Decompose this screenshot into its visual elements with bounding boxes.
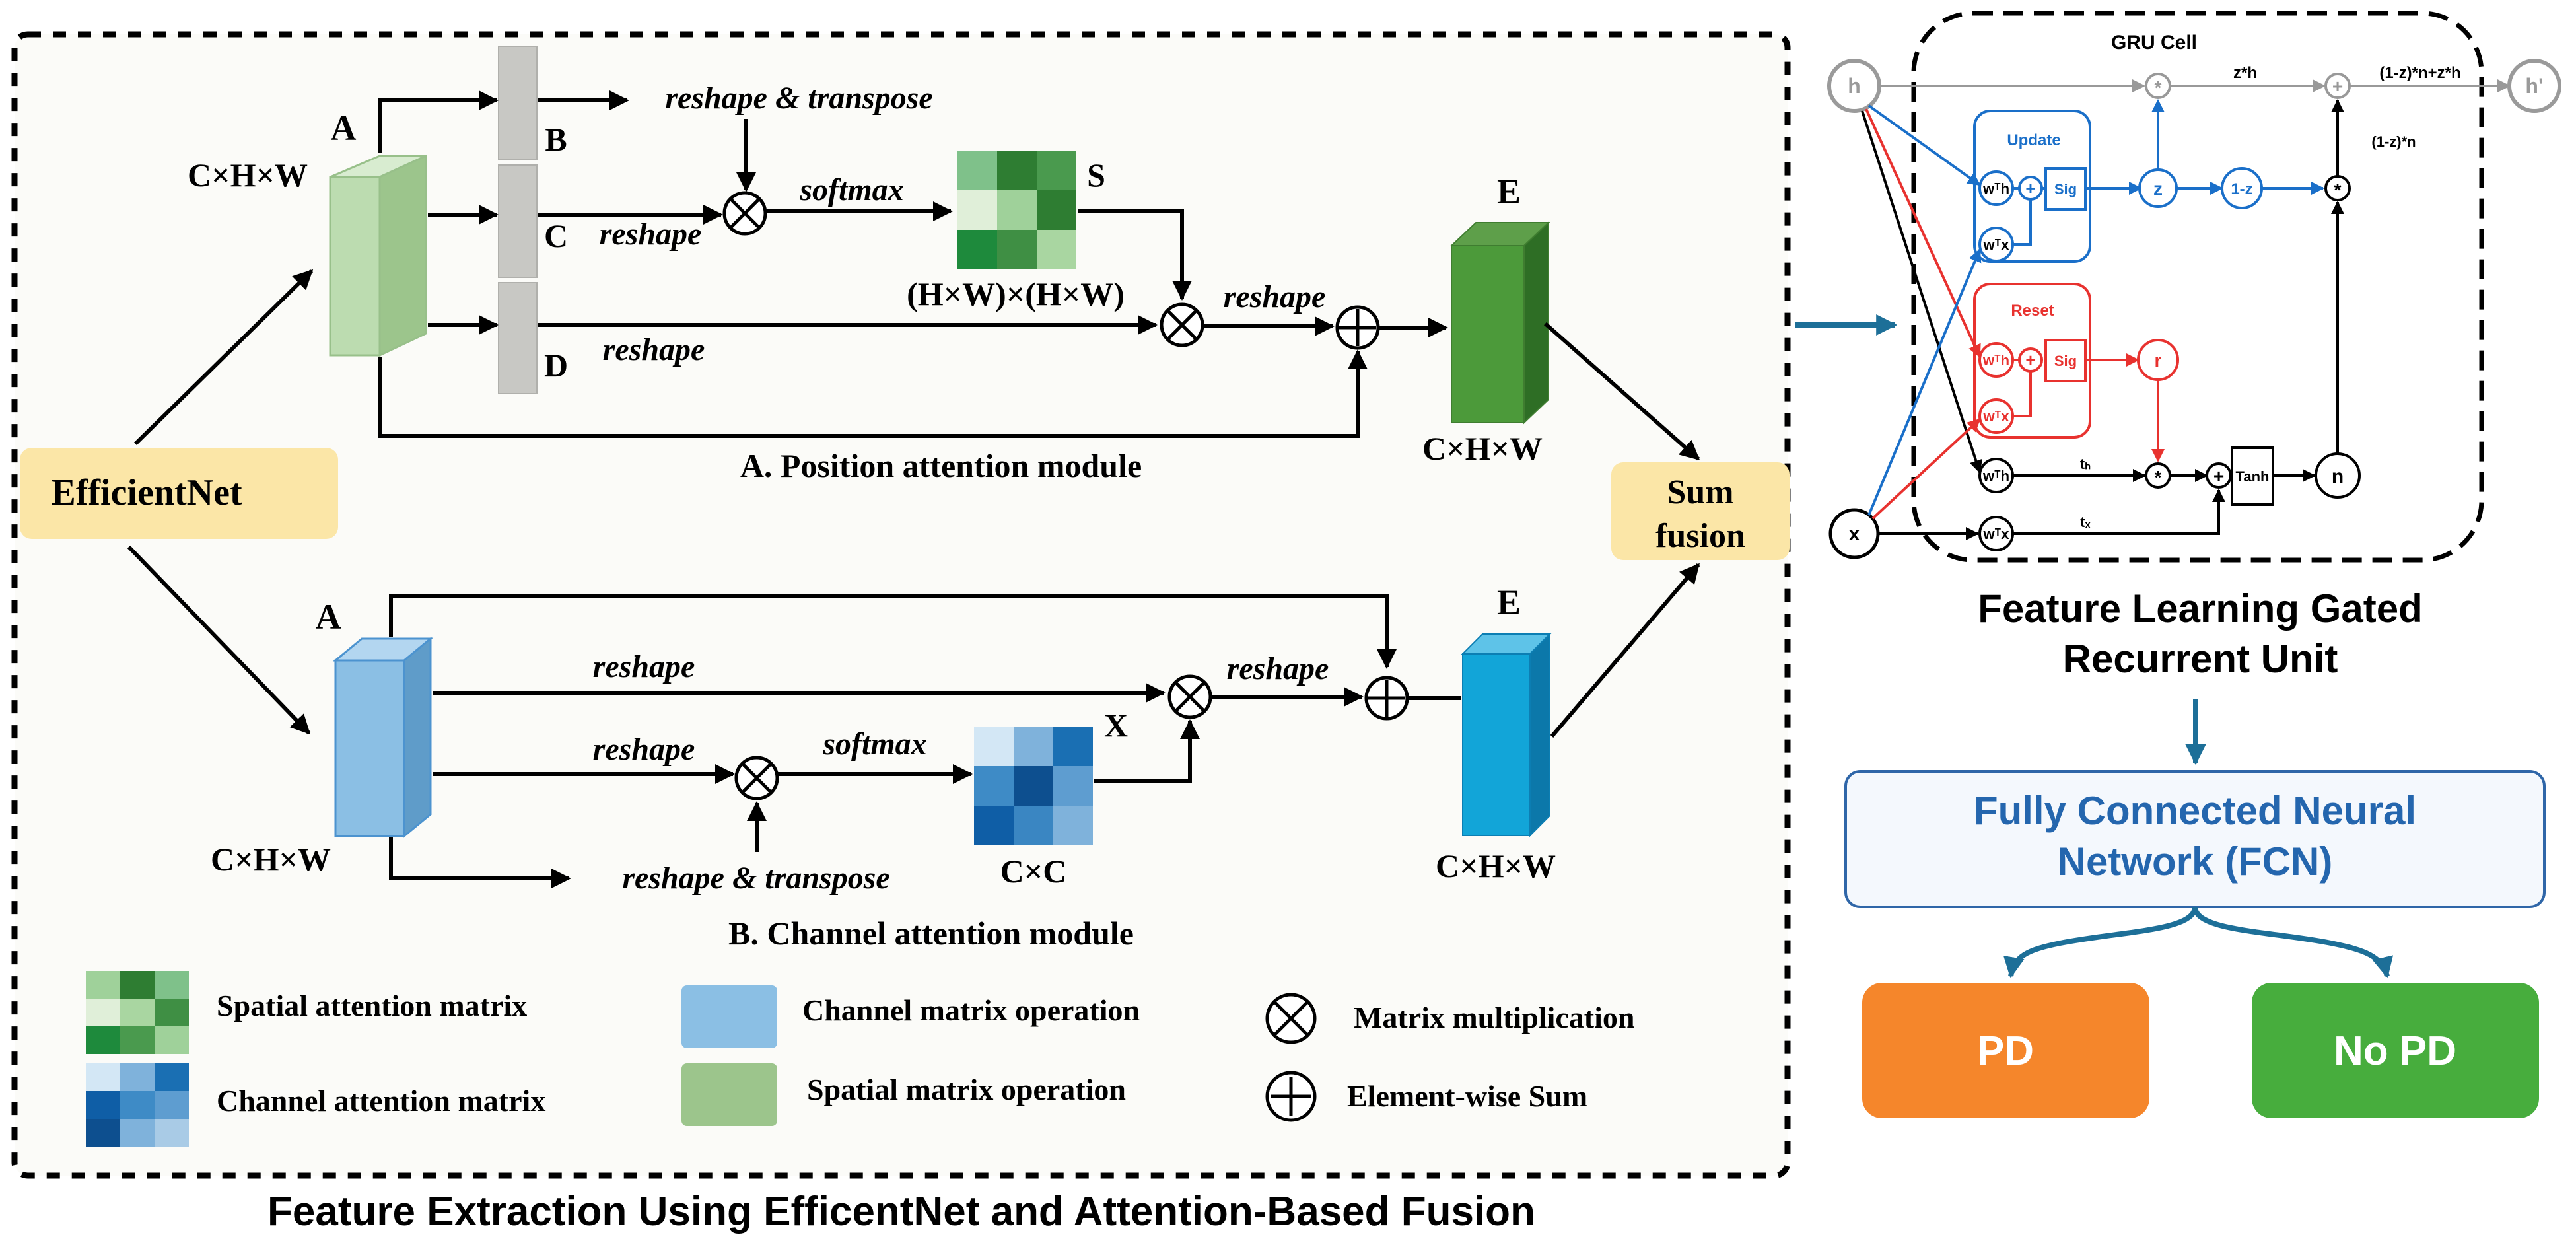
channel-attention-matrix-x	[974, 727, 1093, 845]
arrow-fcn-to-nopd	[2192, 906, 2394, 979]
legend-matrix-multiplication: Matrix multiplication	[1354, 1001, 1634, 1034]
gru-update-gate	[1973, 110, 2091, 263]
gru-one-minus-z-n-symbol: *	[2334, 180, 2342, 200]
gru-th-label: tₕ	[2080, 456, 2091, 472]
gru-reset-wtx-label: wᵀx	[1983, 408, 2010, 425]
pd-output-box	[1862, 983, 2149, 1118]
gru-output-formula: (1-z)*n+z*h	[2379, 64, 2460, 82]
b-label: B	[545, 121, 567, 158]
gru-output-sum-symbol: +	[2332, 76, 2343, 96]
gru-update-wtx-label: wᵀx	[1983, 236, 2010, 253]
position-op-reshape-transpose: reshape & transpose	[665, 81, 932, 116]
gru-reset-wth-label: wᵀh	[1982, 352, 2009, 369]
sum-fusion-line1: Sum	[1667, 474, 1733, 511]
gru-candidate-sum-symbol: +	[2213, 466, 2224, 486]
legend-spatial-matrix-operation: Spatial matrix operation	[807, 1073, 1126, 1106]
gru-caption-line2: Recurrent Unit	[2063, 637, 2338, 681]
sum-fusion-box	[1611, 462, 1790, 560]
gru-update-wth-label: wᵀh	[1982, 180, 2009, 197]
legend: Spatial attention matrix Channel attenti…	[86, 971, 1634, 1147]
channel-op-softmax: softmax	[822, 727, 926, 762]
fcn-line1: Fully Connected Neural	[1974, 789, 2416, 833]
position-output-dims: C×H×W	[1422, 430, 1543, 467]
gru-one-minus-z-label: 1-z	[2231, 180, 2252, 198]
gru-reset-sig	[2044, 339, 2087, 382]
gru-update-plus-symbol: +	[2025, 178, 2035, 198]
gru-tanh-label: Tanh	[2236, 468, 2270, 485]
position-module-title: A. Position attention module	[740, 447, 1142, 484]
gru-tanh-box	[2231, 446, 2274, 506]
arrow-efficientnet-to-position	[133, 269, 314, 446]
gru-update-sig	[2044, 167, 2087, 211]
legend-channel-attention-matrix: Channel attention matrix	[217, 1084, 545, 1118]
channel-op-reshape-transpose: reshape & transpose	[622, 861, 889, 896]
s-label: S	[1087, 157, 1105, 194]
gru-update-sig-label: Sig	[2054, 181, 2077, 197]
channel-output-label: E	[1497, 583, 1521, 622]
arrow-efficientnet-to-channel	[127, 545, 311, 735]
gru-update-label: Update	[2007, 131, 2060, 149]
position-attention-module: A C×H×W B C D reshape & transpose reshap…	[188, 46, 1700, 484]
s-dims: (H×W)×(H×W)	[907, 275, 1125, 312]
gru-candidate-wtx-label: wᵀx	[1983, 526, 2010, 542]
channel-op-reshape-mid: reshape	[593, 732, 695, 767]
legend-spatial-op-swatch	[681, 1063, 777, 1126]
position-op-softmax: softmax	[799, 172, 903, 207]
d-label: D	[544, 347, 568, 384]
position-output-label: E	[1497, 172, 1521, 211]
gru-x-label: x	[1849, 523, 1860, 545]
gru-h-prime-node	[2507, 59, 2561, 113]
gru-h-prime-label: h'	[2525, 74, 2543, 98]
pd-output-label: PD	[1977, 1028, 2034, 1074]
nopd-output-box	[2252, 983, 2539, 1118]
legend-spatial-swatch	[86, 971, 189, 1054]
position-input-dims: C×H×W	[188, 157, 308, 194]
channel-input-label: A	[316, 597, 341, 637]
arrow-fcn-to-pd	[2003, 906, 2198, 979]
channel-op-reshape-top: reshape	[593, 649, 695, 684]
gru-reset-mult-symbol: *	[2155, 467, 2162, 487]
gru-caption-line1: Feature Learning Gated	[1978, 586, 2422, 631]
fcn-line2: Network (FCN)	[2058, 839, 2333, 884]
position-op-reshape-c: reshape	[600, 217, 702, 252]
x-dims: C×C	[1000, 853, 1067, 890]
channel-output-dims: C×H×W	[1436, 847, 1556, 884]
gru-r-label: r	[2155, 350, 2162, 371]
gru-cell-border	[1911, 11, 2484, 563]
gru-zh-mult-symbol: *	[2155, 77, 2162, 98]
gru-n-label: n	[2332, 466, 2344, 487]
legend-spatial-attention-matrix: Spatial attention matrix	[217, 989, 527, 1022]
channel-op-reshape-out: reshape	[1227, 651, 1329, 686]
gru-zh-label: z*h	[2233, 64, 2257, 82]
gru-cell-title: GRU Cell	[2111, 32, 2197, 53]
spatial-attention-matrix-s	[957, 151, 1076, 269]
position-input-label: A	[331, 108, 357, 148]
legend-channel-matrix-operation: Channel matrix operation	[802, 993, 1140, 1027]
gru-z-label: z	[2153, 178, 2163, 199]
feature-extraction-caption: Feature Extraction Using EfficentNet and…	[267, 1189, 1535, 1234]
efficientnet-box	[20, 448, 338, 539]
gru-candidate-wth-label: wᵀh	[1982, 468, 2009, 484]
channel-module-title: B. Channel attention module	[728, 915, 1134, 952]
gru-h-label: h	[1848, 74, 1861, 98]
c-label: C	[544, 217, 568, 254]
sum-fusion-line2: fusion	[1655, 517, 1745, 555]
gru-cell-diagram: GRU Cell h * z*h + (1-z)*n+z*h h' Update…	[1827, 11, 2561, 563]
position-op-reshape-d: reshape	[603, 332, 705, 367]
legend-element-wise-sum: Element-wise Sum	[1347, 1079, 1587, 1113]
legend-channel-swatch	[86, 1063, 189, 1147]
gru-reset-sig-label: Sig	[2054, 353, 2077, 369]
position-op-reshape-out: reshape	[1224, 279, 1326, 314]
gru-reset-label: Reset	[2011, 302, 2054, 320]
gru-tx-label: tₓ	[2080, 514, 2091, 530]
nopd-output-label: No PD	[2334, 1028, 2456, 1074]
gru-one-minus-z-n-label: (1-z)*n	[2371, 133, 2416, 150]
channel-input-dims: C×H×W	[211, 841, 331, 878]
efficientnet-label: EfficientNet	[51, 472, 242, 513]
legend-channel-op-swatch	[681, 985, 777, 1048]
gru-reset-plus-symbol: +	[2025, 350, 2035, 370]
x-label: X	[1104, 707, 1128, 744]
channel-attention-module: A C×H×W reshape reshape reshape & transp…	[211, 563, 1700, 952]
